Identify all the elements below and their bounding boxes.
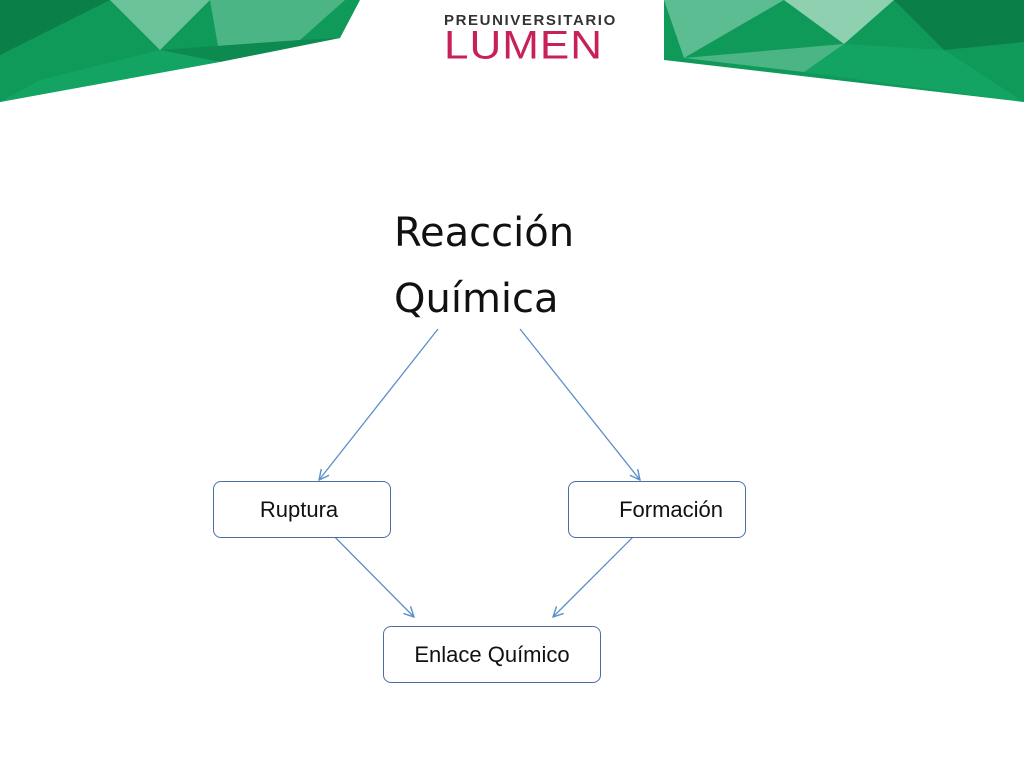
arrow-title-to-ruptura [319, 328, 439, 480]
arrow-title-to-formacion [519, 328, 640, 480]
title-line-1: Reacción [394, 210, 575, 256]
logo-wordmark: LUMEN [444, 23, 604, 68]
decorative-banner-right [664, 0, 1024, 102]
diagram-title: Reacción Química [394, 200, 574, 332]
lumen-logo: PREUNIVERSITARIO LUMEN [440, 8, 617, 70]
decorative-banner-left [0, 0, 360, 102]
node-enlace-label: Enlace Químico [414, 641, 570, 667]
node-formacion: Formación [568, 481, 746, 538]
node-ruptura: Ruptura [213, 481, 391, 538]
logo-tagline: PREUNIVERSITARIO [444, 12, 617, 29]
node-enlace-quimico: Enlace Químico [383, 626, 601, 683]
node-ruptura-label: Ruptura [259, 496, 339, 522]
node-formacion-label: Formación [619, 496, 723, 522]
title-line-2: Química [394, 276, 559, 322]
